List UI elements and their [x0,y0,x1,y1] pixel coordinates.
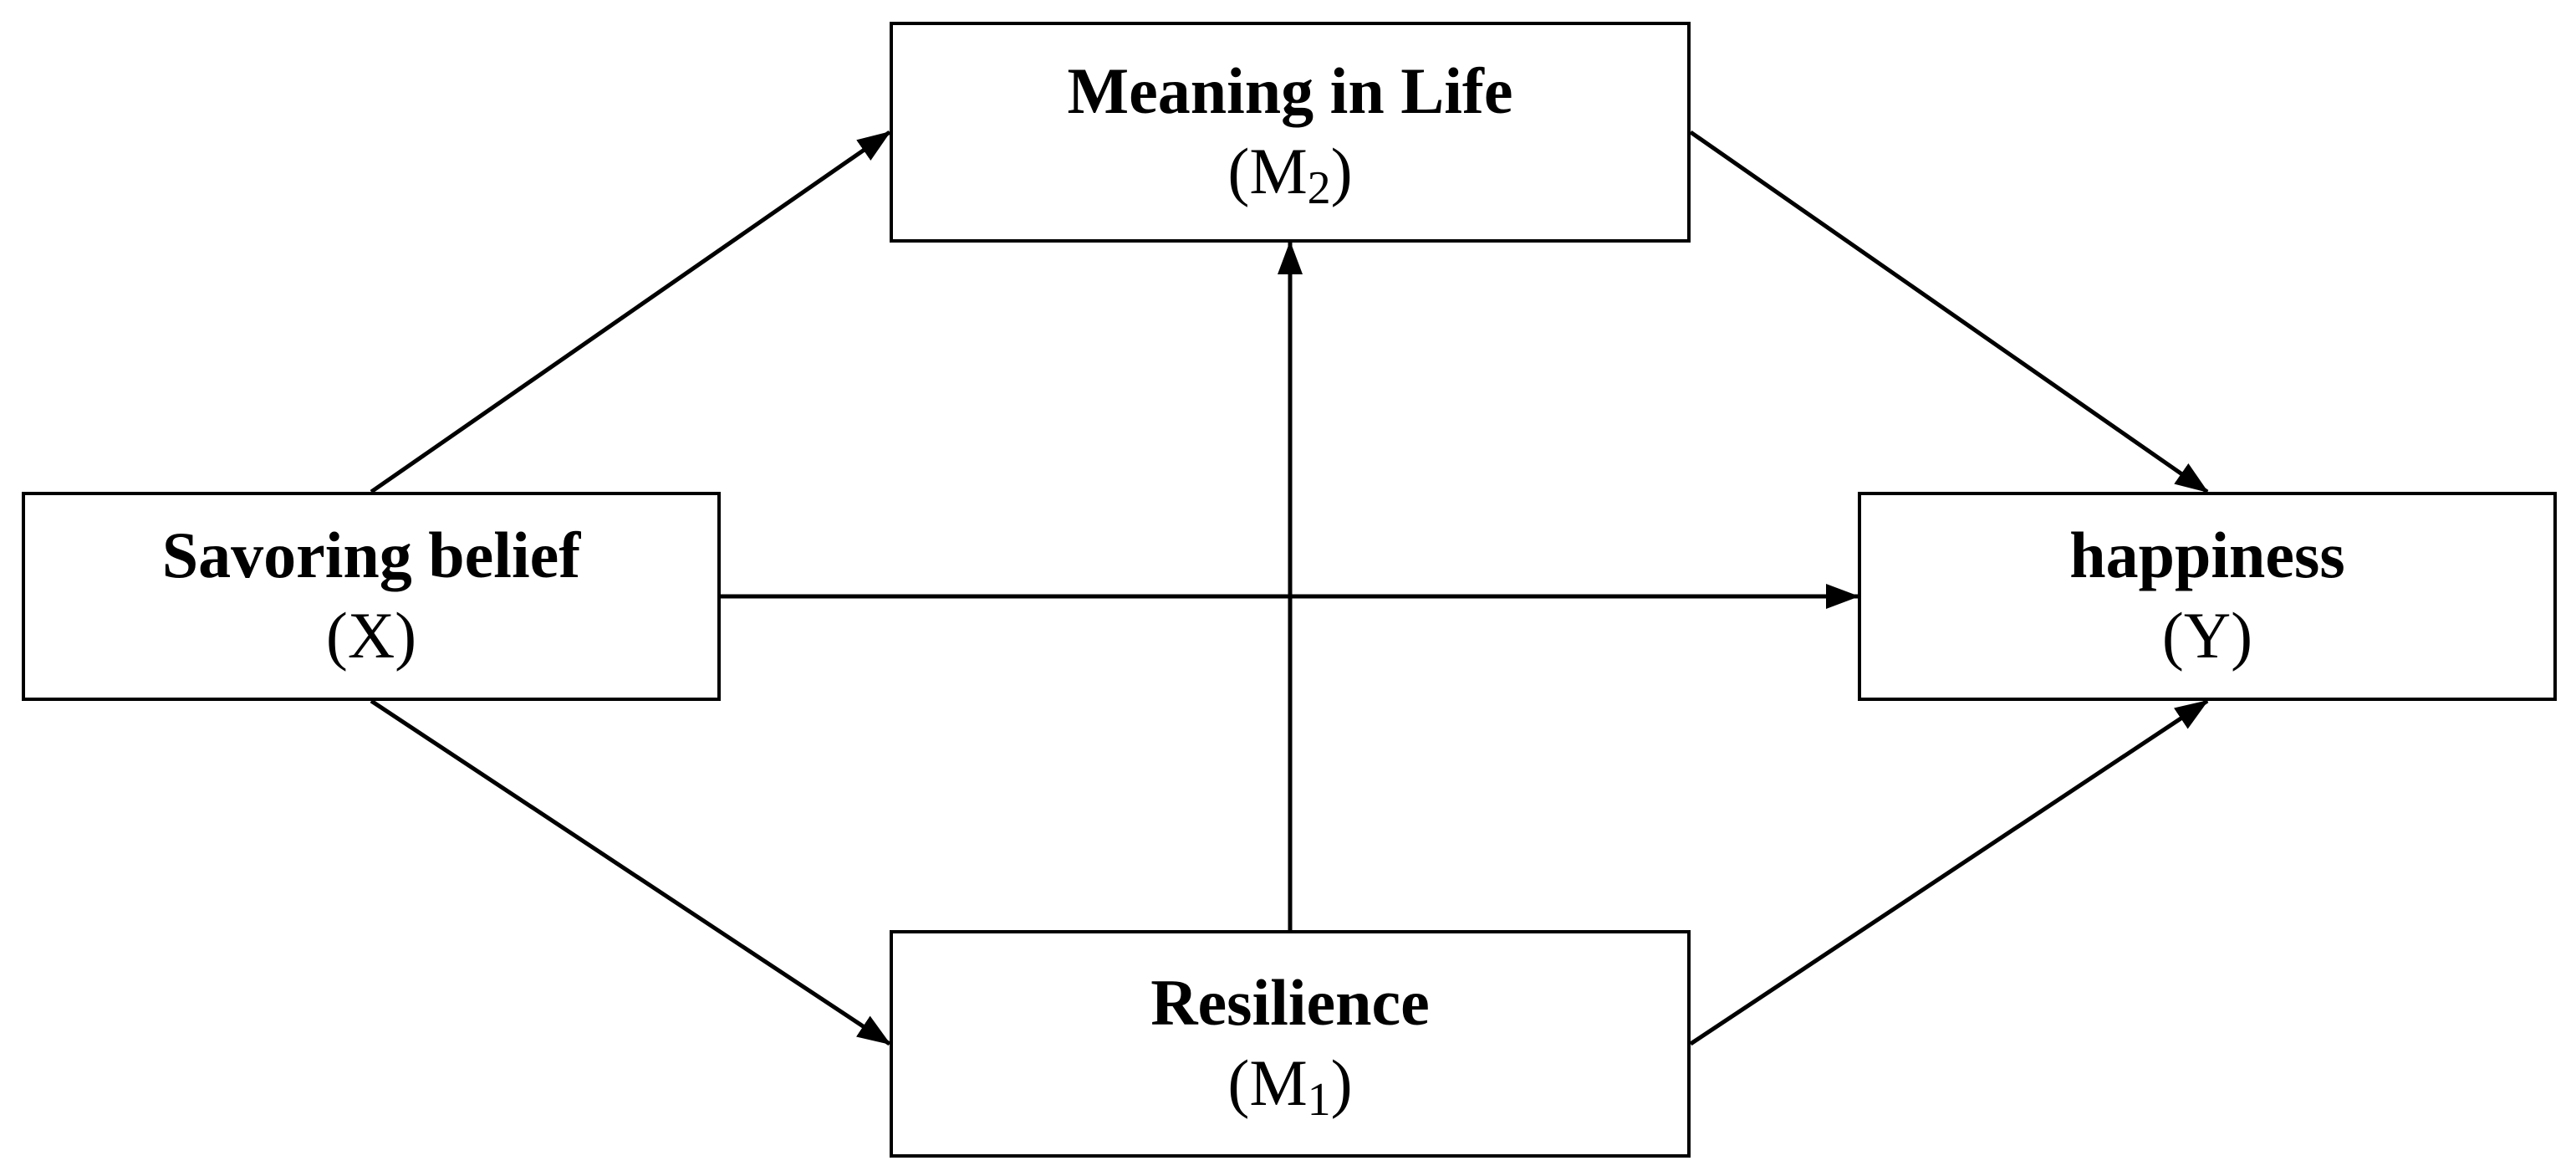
node-title: Resilience [1150,966,1430,1040]
node-savoring-belief: Savoring belief (X) [22,492,721,701]
node-symbol-letter: M [1249,135,1308,208]
node-symbol-letter: Y [2183,599,2232,672]
edge-meaning-to-happiness [1689,130,2209,494]
node-happiness: happiness (Y) [1858,492,2557,701]
node-resilience: Resilience (M1) [890,930,1691,1158]
node-symbol: (M1) [1227,1046,1353,1127]
node-symbol-letter: X [347,599,395,672]
node-symbol-subscript: 2 [1307,162,1331,215]
node-title: Savoring belief [161,519,581,592]
node-symbol-subscript: 1 [1307,1074,1331,1127]
node-symbol: (Y) [2161,599,2253,672]
node-symbol: (X) [325,599,417,672]
node-title: Meaning in Life [1067,54,1513,128]
edge-savoring-to-resilience [370,698,891,1046]
node-meaning-in-life: Meaning in Life (M2) [890,22,1691,243]
edge-savoring-to-meaning [370,130,891,494]
node-title: happiness [2069,519,2345,592]
node-symbol: (M2) [1227,135,1353,215]
node-symbol-letter: M [1249,1046,1308,1120]
edge-resilience-to-happiness [1689,698,2209,1046]
